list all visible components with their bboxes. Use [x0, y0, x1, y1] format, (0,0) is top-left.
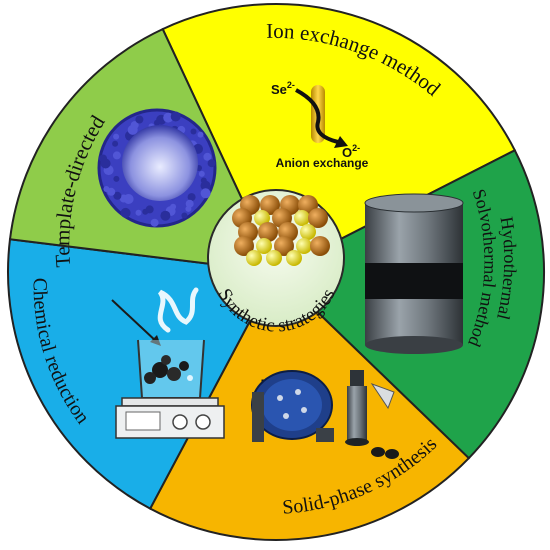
sphere-bump	[163, 112, 174, 123]
sphere-bump	[200, 188, 211, 199]
mill-bolt	[301, 407, 307, 413]
die-press-illustration	[345, 370, 399, 459]
hotplate-knob	[195, 414, 211, 430]
sphere-bump	[187, 193, 196, 202]
sphere-bump	[185, 199, 194, 208]
press-funnel	[370, 383, 395, 410]
exchange-arrow	[295, 88, 339, 144]
sphere-bump	[113, 191, 122, 200]
autoclave-base	[365, 336, 463, 354]
sector-chemical-reduction	[7, 238, 278, 510]
oxide-ion: O2-	[342, 143, 360, 160]
sphere-bump	[181, 212, 188, 219]
atom-yellow	[254, 210, 270, 226]
atom-yellow	[294, 210, 310, 226]
sphere-cavity	[122, 125, 198, 201]
vapor-plume	[157, 287, 199, 333]
atom-brown	[308, 208, 328, 228]
atom-brown	[234, 236, 254, 256]
sphere-bump	[200, 177, 207, 184]
sphere-bump	[113, 133, 120, 140]
dropping-arrow	[111, 299, 159, 344]
sphere-bump	[170, 203, 177, 210]
press-base	[345, 438, 369, 446]
atom-brown	[260, 195, 280, 215]
sphere-bump	[145, 205, 154, 214]
sphere-bump	[198, 170, 205, 177]
hollow-sphere-illustration	[97, 108, 217, 228]
particle	[161, 355, 171, 365]
bubble	[187, 375, 193, 381]
sphere-bump	[207, 159, 216, 168]
mill-bolt	[283, 413, 289, 419]
autoclave-band	[365, 263, 463, 299]
sphere-bump	[113, 175, 120, 182]
dropping-arrow-head	[150, 335, 161, 346]
sphere-bump	[197, 131, 204, 138]
anion-exchange-caption: Anion exchange	[276, 156, 369, 170]
anion-exchange-illustration: Se2- O2- Anion exchange	[271, 80, 369, 170]
sphere-bump	[107, 187, 116, 196]
sphere-bump	[190, 128, 197, 135]
mill-bolt	[277, 395, 283, 401]
atom-yellow	[246, 250, 262, 266]
atom-brown	[310, 236, 330, 256]
particle	[152, 362, 168, 378]
sphere-bump	[135, 209, 142, 216]
atom-yellow	[256, 238, 272, 254]
hotplate-beaker-illustration	[111, 287, 225, 439]
sphere-bump	[170, 111, 181, 122]
particle	[144, 372, 156, 384]
atom-brown	[258, 222, 278, 242]
ball-mill-illustration	[251, 370, 334, 442]
autoclave-lid	[364, 193, 464, 213]
sphere-bump	[154, 119, 160, 126]
sphere-bump	[112, 140, 119, 147]
sphere-bump	[160, 210, 171, 221]
sphere-bump	[100, 158, 111, 169]
mill-jar-face	[262, 379, 322, 431]
hotplate-knob	[172, 414, 188, 430]
particle	[167, 367, 181, 381]
mill-foot	[316, 428, 334, 442]
crystal-lattice	[232, 195, 330, 266]
sphere-bump	[120, 207, 131, 218]
mill-bolt	[295, 389, 301, 395]
selenide-ion: Se2-	[271, 80, 295, 97]
sphere-bump	[150, 218, 159, 227]
sphere-bump	[127, 124, 138, 135]
atom-yellow	[296, 238, 312, 254]
press-top	[350, 370, 364, 386]
pellet	[385, 449, 399, 459]
atom-brown	[274, 236, 294, 256]
hotplate-display	[125, 411, 161, 431]
pellet	[371, 447, 385, 457]
particle	[179, 361, 189, 371]
atom-yellow	[300, 224, 316, 240]
hotplate-top	[121, 397, 219, 407]
sphere-bump	[112, 151, 121, 160]
exchange-arrow-head	[334, 136, 348, 148]
press-die	[347, 386, 367, 442]
atom-yellow	[266, 250, 282, 266]
sphere-bump	[135, 115, 144, 124]
sphere-bump	[203, 152, 212, 161]
autoclave-illustration	[364, 193, 464, 354]
sphere-bump	[123, 194, 134, 204]
atom-yellow	[286, 250, 302, 266]
mill-stand	[252, 392, 264, 442]
